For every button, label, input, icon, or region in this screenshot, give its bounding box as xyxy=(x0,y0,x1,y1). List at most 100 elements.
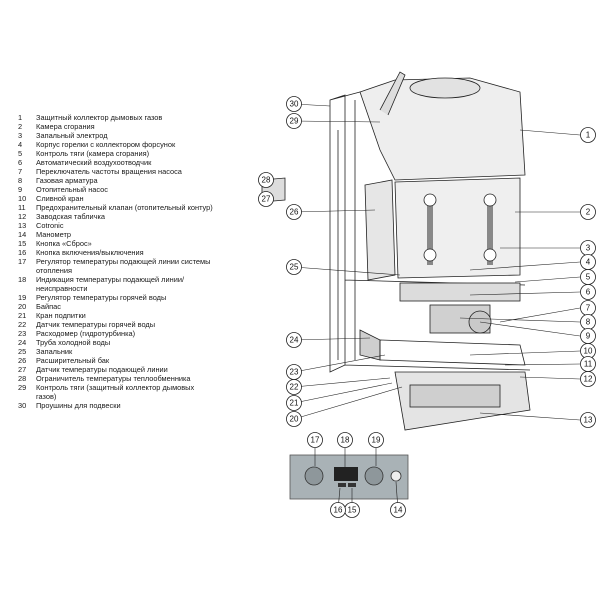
callout-28: 28 xyxy=(258,172,274,188)
legend-number: 1 xyxy=(18,113,23,122)
legend-number: 27 xyxy=(18,365,27,374)
legend-number: 23 xyxy=(18,329,27,338)
legend-row: 12 Заводская табличка xyxy=(18,212,268,221)
callout-number: 23 xyxy=(290,368,299,377)
temp-display xyxy=(334,467,358,481)
legend-text: газов) xyxy=(36,392,57,401)
legend-text: Контроль тяги (камера сгорания) xyxy=(36,149,150,158)
callout-15: 15 xyxy=(344,502,360,518)
callout-14: 14 xyxy=(390,502,406,518)
callout-number: 4 xyxy=(586,258,591,267)
legend-number: 19 xyxy=(18,293,27,302)
legend-text: Кнопка «Сброс» xyxy=(36,239,92,248)
callout-10: 10 xyxy=(580,343,596,359)
legend-text: Труба холодной воды xyxy=(36,338,111,347)
callout-number: 30 xyxy=(290,100,299,109)
callout-7: 7 xyxy=(580,300,596,316)
callout-number: 1 xyxy=(586,131,591,140)
callout-27: 27 xyxy=(258,191,274,207)
legend-text: Отопительный насос xyxy=(36,185,108,194)
callout-23: 23 xyxy=(286,364,302,380)
legend-text: Проушины для подвески xyxy=(36,401,121,410)
legend-number: 26 xyxy=(18,356,27,365)
legend-text: Предохранительный клапан (отопительный к… xyxy=(36,203,213,212)
legend-number: 17 xyxy=(18,257,27,266)
legend-number: 8 xyxy=(18,176,23,185)
legend-number: 4 xyxy=(18,140,23,149)
power-button xyxy=(348,483,356,487)
legend-number: 21 xyxy=(18,311,27,320)
legend-text: Ограничитель температуры теплообменника xyxy=(36,374,191,383)
legend-number: 20 xyxy=(18,302,27,311)
chassis-frame xyxy=(329,91,531,373)
legend-row: отопления xyxy=(18,266,268,275)
callout-9: 9 xyxy=(580,328,596,344)
legend-text: Запальник xyxy=(36,347,73,356)
callout-number: 7 xyxy=(586,304,591,313)
legend-number: 28 xyxy=(18,374,27,383)
flue-outlet xyxy=(409,77,481,99)
legend-text: Cotronic xyxy=(36,221,64,230)
legend-text: Заводская табличка xyxy=(36,212,106,221)
callout-12: 12 xyxy=(580,371,596,387)
legend-row: неисправности xyxy=(18,284,268,293)
callout-number: 6 xyxy=(586,288,591,297)
callout-number: 28 xyxy=(262,176,271,185)
legend-number: 14 xyxy=(18,230,27,239)
callout-18: 18 xyxy=(337,432,353,448)
callout-6: 6 xyxy=(580,284,596,300)
callout-number: 11 xyxy=(584,360,593,369)
legend-text: Запальный электрод xyxy=(36,131,108,140)
legend-row: 16 Кнопка включения/выключения xyxy=(18,248,268,257)
callout-number: 26 xyxy=(290,208,299,217)
callout-number: 9 xyxy=(586,332,591,341)
legend-row: газов) xyxy=(18,392,268,401)
legend-text: Автоматический воздухоотводчик xyxy=(36,158,152,167)
hot-water-knob xyxy=(364,466,384,486)
legend-text: Переключатель частоты вращения насоса xyxy=(36,167,182,176)
legend-text: Регулятор температуры подающей линии сис… xyxy=(36,257,211,266)
callout-number: 2 xyxy=(586,208,591,217)
legend-text: Газовая арматура xyxy=(36,176,98,185)
callout-number: 14 xyxy=(394,506,403,515)
legend-text: Камера сгорания xyxy=(36,122,95,131)
legend-text: Манометр xyxy=(36,230,71,239)
legend-number: 9 xyxy=(18,185,23,194)
legend-number: 18 xyxy=(18,275,27,284)
callout-30: 30 xyxy=(286,96,302,112)
legend-text: Датчик температуры горячей воды xyxy=(36,320,156,329)
legend-number: 16 xyxy=(18,248,27,257)
legend-text: Расширительный бак xyxy=(36,356,110,365)
legend-number: 22 xyxy=(18,320,27,329)
flue-gas-collector xyxy=(359,77,526,181)
callout-11: 11 xyxy=(580,356,596,372)
legend-text: Байпас xyxy=(36,302,61,311)
legend-number: 12 xyxy=(18,212,27,221)
callout-number: 19 xyxy=(372,436,381,445)
legend-row: 26 Расширительный бак xyxy=(18,356,268,365)
callout-number: 22 xyxy=(290,383,299,392)
legend-text: Сливной кран xyxy=(36,194,84,203)
legend-number: 3 xyxy=(18,131,23,140)
expansion-tank xyxy=(364,179,396,281)
burner-body xyxy=(399,282,521,302)
legend-row: 9 Отопительный насос xyxy=(18,185,268,194)
callout-8: 8 xyxy=(580,314,596,330)
callout-number: 20 xyxy=(290,415,299,424)
legend-text: Индикация температуры подающей линии/ xyxy=(36,275,185,284)
cotronic-panel xyxy=(289,454,409,500)
callout-number: 13 xyxy=(584,416,593,425)
legend-number: 25 xyxy=(18,347,27,356)
callout-21: 21 xyxy=(286,395,302,411)
legend-text: Кнопка включения/выключения xyxy=(36,248,144,257)
